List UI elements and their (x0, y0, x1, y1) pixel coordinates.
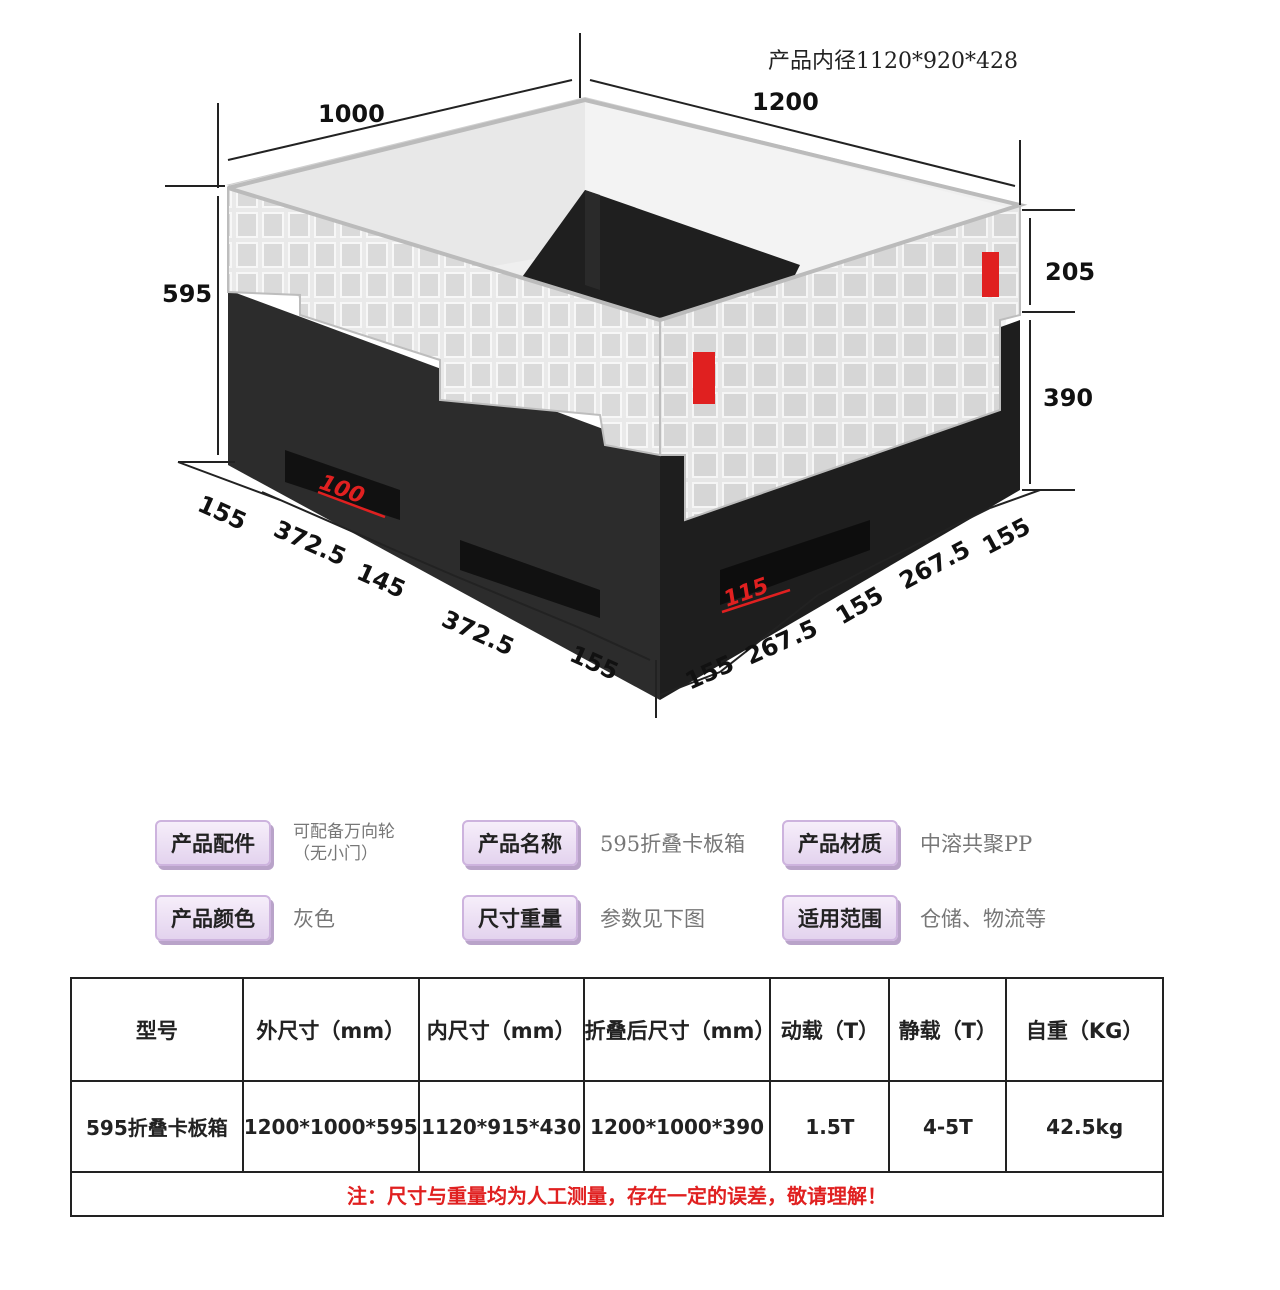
dim-height-total: 595 (162, 280, 212, 308)
spec-usage: 适用范围 仓储、物流等 (782, 895, 1046, 941)
table-cell: 42.5kg (1005, 1080, 1164, 1173)
dim-top-left: 1000 (318, 100, 385, 128)
header-cell: 自重（KG） (1005, 977, 1164, 1082)
spec-label: 尺寸重量 (462, 895, 578, 941)
table-cell: 4-5T (888, 1080, 1008, 1173)
dimension-lines (165, 33, 1075, 718)
header-cell: 外尺寸（mm） (241, 977, 420, 1082)
spec-size-weight: 尺寸重量 参数见下图 (462, 895, 705, 941)
spec-accessories: 产品配件 可配备万向轮（无小门） (155, 820, 428, 866)
inner-size-label: 产品内径1120*920*428 (768, 49, 1018, 74)
spec-value: 中溶共聚PP (920, 832, 1033, 856)
table-cell: 1120*915*430 (417, 1080, 585, 1173)
dim-side-e: 155 (978, 512, 1035, 560)
table-cell: 595折叠卡板箱 (70, 1080, 244, 1173)
table-note: 注：尺寸与重量均为人工测量，存在一定的误差，敬请理解！ (70, 1171, 1164, 1217)
spec-value: 灰色 (293, 907, 335, 931)
spec-label: 产品颜色 (155, 895, 271, 941)
spec-label: 产品名称 (462, 820, 578, 866)
header-cell: 静载（T） (888, 977, 1008, 1082)
spec-label: 产品配件 (155, 820, 271, 866)
table-note-row: 注：尺寸与重量均为人工测量，存在一定的误差，敬请理解！ (70, 1171, 1164, 1217)
box-3d (226, 96, 1028, 700)
parameter-table: 型号 外尺寸（mm） 内尺寸（mm） 折叠后尺寸（mm） 动载（T） 静载（T）… (70, 977, 1164, 1217)
spec-label: 适用范围 (782, 895, 898, 941)
header-cell: 动载（T） (769, 977, 891, 1082)
dim-top-right: 1200 (752, 88, 819, 116)
spec-panel: 产品配件 可配备万向轮（无小门） 产品名称 595折叠卡板箱 产品材质 中溶共聚… (0, 800, 1280, 960)
dim-height-lower: 390 (1043, 384, 1093, 412)
spec-color: 产品颜色 灰色 (155, 895, 335, 941)
header-cell: 内尺寸（mm） (417, 977, 585, 1082)
spec-value: 595折叠卡板箱 (600, 832, 746, 856)
table-cell: 1200*1000*595 (241, 1080, 420, 1173)
header-cell: 型号 (70, 977, 244, 1082)
dim-height-upper: 205 (1045, 258, 1095, 286)
spec-material: 产品材质 中溶共聚PP (782, 820, 1032, 866)
spec-value: 可配备万向轮（无小门） (293, 822, 395, 864)
table-cell: 1.5T (769, 1080, 891, 1173)
spec-value: 仓储、物流等 (920, 907, 1046, 931)
table-cell: 1200*1000*390 (582, 1080, 772, 1173)
dim-front-c: 145 (353, 558, 410, 604)
spec-value: 参数见下图 (600, 907, 705, 931)
table-row: 595折叠卡板箱 1200*1000*595 1120*915*430 1200… (70, 1080, 1164, 1173)
header-cell: 折叠后尺寸（mm） (582, 977, 775, 1082)
spec-product-name: 产品名称 595折叠卡板箱 (462, 820, 745, 866)
table-header-row: 型号 外尺寸（mm） 内尺寸（mm） 折叠后尺寸（mm） 动载（T） 静载（T）… (70, 977, 1164, 1082)
dim-front-a: 155 (194, 490, 251, 536)
spec-label: 产品材质 (782, 820, 898, 866)
pallet-box-diagram: 产品内径1120*920*428 1000 1200 595 205 390 1… (162, 33, 1095, 718)
